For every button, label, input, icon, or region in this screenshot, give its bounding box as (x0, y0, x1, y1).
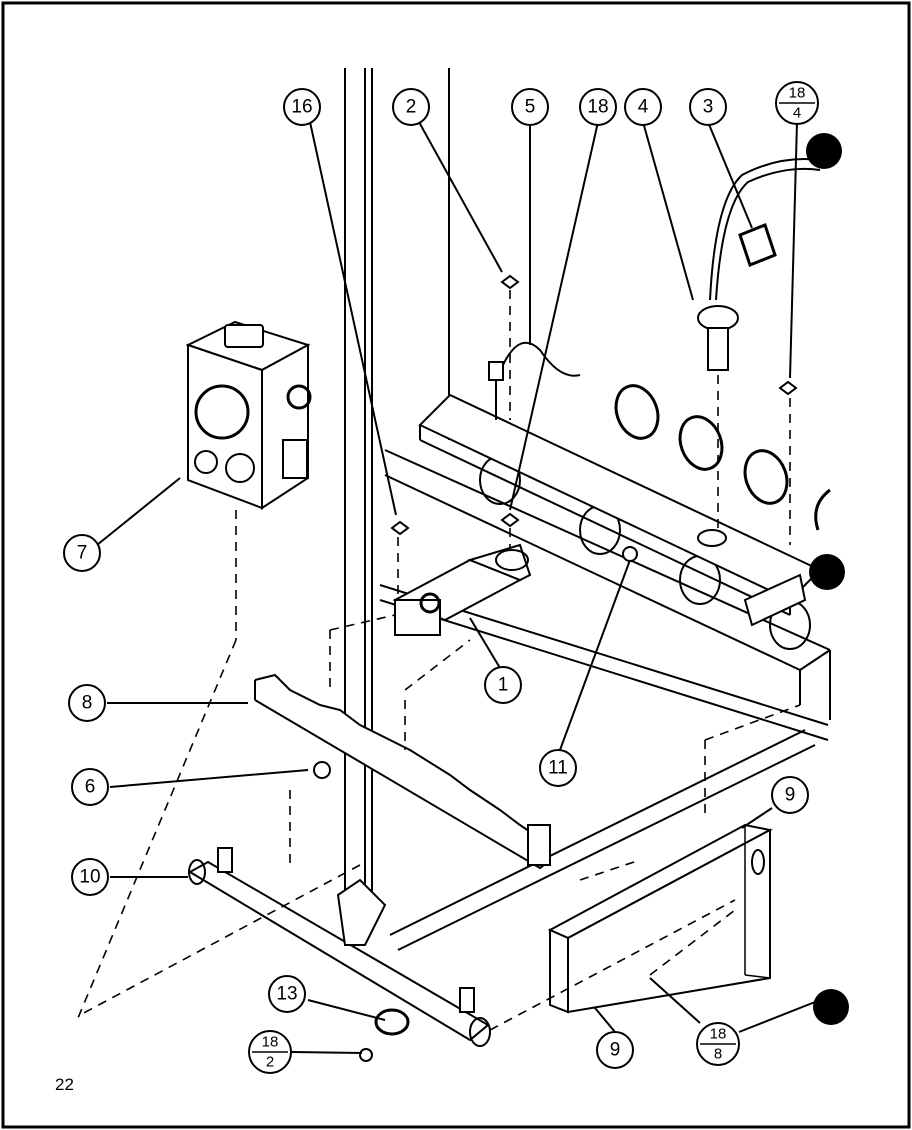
svg-text:18: 18 (710, 1026, 727, 1043)
callout-9-top: 9 (771, 776, 809, 814)
svg-text:4: 4 (793, 105, 801, 122)
svg-text:5: 5 (525, 97, 536, 118)
svg-text:7: 7 (77, 543, 88, 564)
callout-11: 11 (539, 749, 577, 787)
svg-text:13: 13 (276, 984, 297, 1005)
fasteners (313, 274, 798, 1062)
igniter (488, 341, 581, 420)
assembly-lines (77, 290, 801, 1031)
svg-text:18: 18 (789, 85, 806, 102)
svg-text:1: 1 (498, 675, 509, 696)
callout-6: 6 (71, 768, 109, 806)
callout-9-bottom: 9 (596, 1031, 634, 1069)
svg-text:18: 18 (262, 1034, 279, 1051)
svg-text:11: 11 (548, 758, 568, 779)
callout-8: 8 (68, 684, 106, 722)
bullet-dots (806, 133, 849, 1025)
pilot-burner (392, 543, 532, 636)
leader-lines (96, 121, 816, 1054)
callout-16: 16 (283, 88, 321, 126)
callout-13: 13 (268, 975, 306, 1013)
gas-valve (185, 320, 312, 510)
page-number: 22 (55, 1075, 74, 1094)
callout-7: 7 (63, 534, 101, 572)
svg-text:10: 10 (79, 867, 100, 888)
callout-10: 10 (71, 858, 109, 896)
svg-text:3: 3 (703, 97, 714, 118)
svg-text:18: 18 (587, 97, 608, 118)
manifold-pipe (188, 847, 491, 1047)
callout-4: 4 (624, 88, 662, 126)
callout-3: 3 (689, 88, 727, 126)
callout-5: 5 (511, 88, 549, 126)
svg-text:6: 6 (85, 777, 96, 798)
svg-text:4: 4 (638, 97, 649, 118)
pipe-clamp (374, 1008, 410, 1036)
svg-text:2: 2 (266, 1054, 274, 1071)
svg-text:16: 16 (291, 97, 312, 118)
access-cover (547, 823, 773, 1014)
callout-18-over-4: 18 4 (775, 81, 819, 125)
sensor-assembly (697, 158, 821, 371)
callout-18-over-8: 18 8 (696, 1022, 740, 1066)
svg-text:2: 2 (406, 97, 417, 118)
callout-18-over-2: 18 2 (248, 1030, 292, 1074)
svg-text:9: 9 (785, 785, 796, 806)
burner-support-bracket (254, 673, 551, 870)
svg-text:8: 8 (82, 693, 93, 714)
svg-text:9: 9 (610, 1040, 621, 1061)
svg-text:8: 8 (714, 1046, 722, 1063)
callout-18: 18 (579, 88, 617, 126)
callout-1: 1 (484, 666, 522, 704)
callout-2: 2 (392, 88, 430, 126)
